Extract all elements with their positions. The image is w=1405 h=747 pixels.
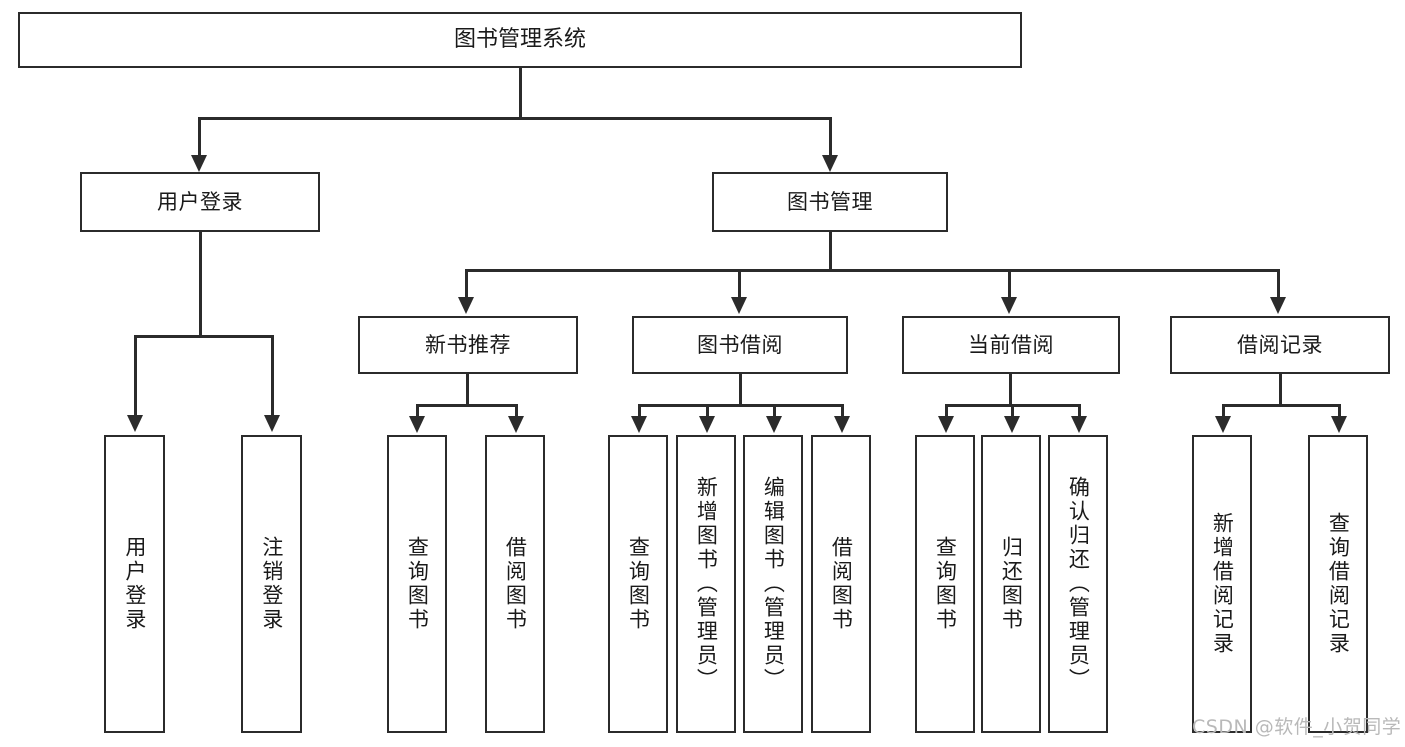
connector-user-login-stem <box>199 232 202 336</box>
arrowhead-nb-leaf-2 <box>508 416 524 433</box>
csdn-watermark: CSDN @软件_小贺同学 <box>1192 716 1402 738</box>
arrowhead-to-current-borrow <box>1001 297 1017 314</box>
node-label: 新增图书（管理员） <box>694 476 719 692</box>
arrowhead-bb-leaf-4 <box>834 416 850 433</box>
arrowhead-bb-leaf-3 <box>766 416 782 433</box>
node-user-login[interactable]: 用户登录 <box>80 172 320 232</box>
connector-new-book-bus <box>416 404 518 407</box>
connector-bb-drop-4 <box>841 404 844 418</box>
connector-book-borrow-stem <box>739 374 742 406</box>
connector-level3-bus <box>465 269 1280 272</box>
node-label: 查询图书 <box>933 536 958 632</box>
node-label: 当前借阅 <box>968 332 1054 357</box>
connector-level3-drop-4 <box>1277 269 1280 299</box>
connector-level2-drop-left <box>198 117 201 157</box>
node-label: 编辑图书（管理员） <box>761 476 786 692</box>
arrowhead-to-borrow-record <box>1270 297 1286 314</box>
arrowhead-br-leaf-2 <box>1331 416 1347 433</box>
connector-borrow-record-stem <box>1279 374 1282 406</box>
arrowhead-cb-leaf-3 <box>1071 416 1087 433</box>
leaf-cb-query-book[interactable]: 查询图书 <box>915 435 975 733</box>
node-label: 查询图书 <box>405 536 430 632</box>
node-label: 确认归还（管理员） <box>1066 476 1091 692</box>
node-borrow-record[interactable]: 借阅记录 <box>1170 316 1390 374</box>
node-label: 用户登录 <box>157 189 243 214</box>
leaf-nb-borrow-book[interactable]: 借阅图书 <box>485 435 545 733</box>
connector-new-book-drop-2 <box>515 404 518 418</box>
arrowhead-bb-leaf-2 <box>699 416 715 433</box>
connector-br-drop-1 <box>1222 404 1225 418</box>
leaf-bb-query-book[interactable]: 查询图书 <box>608 435 668 733</box>
arrowhead-cb-leaf-2 <box>1004 416 1020 433</box>
arrowhead-to-new-book <box>458 297 474 314</box>
arrowhead-br-leaf-1 <box>1215 416 1231 433</box>
arrowhead-nb-leaf-1 <box>409 416 425 433</box>
connector-level2-bus <box>198 117 832 120</box>
leaf-bb-edit-book[interactable]: 编辑图书（管理员） <box>743 435 803 733</box>
node-label: 借阅记录 <box>1237 332 1323 357</box>
connector-user-login-drop-2 <box>271 335 274 417</box>
connector-user-login-bus <box>134 335 274 338</box>
node-label: 借阅图书 <box>503 536 528 632</box>
node-label: 用户登录 <box>122 536 147 632</box>
leaf-br-query-record[interactable]: 查询借阅记录 <box>1308 435 1368 733</box>
leaf-nb-query-book[interactable]: 查询图书 <box>387 435 447 733</box>
node-book-manage[interactable]: 图书管理 <box>712 172 948 232</box>
node-label: 图书管理系统 <box>453 27 586 53</box>
connector-bb-drop-2 <box>706 404 709 418</box>
connector-new-book-drop-1 <box>416 404 419 418</box>
connector-level2-drop-right <box>829 117 832 157</box>
connector-borrow-record-bus <box>1222 404 1341 407</box>
node-label: 查询图书 <box>626 536 651 632</box>
leaf-bb-borrow-book[interactable]: 借阅图书 <box>811 435 871 733</box>
leaf-bb-add-book[interactable]: 新增图书（管理员） <box>676 435 736 733</box>
arrowhead-to-leaf-logout <box>264 415 280 432</box>
node-root-system[interactable]: 图书管理系统 <box>18 12 1022 68</box>
node-book-borrow[interactable]: 图书借阅 <box>632 316 848 374</box>
connector-bb-drop-1 <box>638 404 641 418</box>
connector-user-login-drop-1 <box>134 335 137 417</box>
leaf-user-login[interactable]: 用户登录 <box>104 435 165 733</box>
leaf-cb-return-book[interactable]: 归还图书 <box>981 435 1041 733</box>
node-label: 借阅图书 <box>829 536 854 632</box>
node-label: 新增借阅记录 <box>1210 512 1235 656</box>
arrowhead-to-book-manage <box>822 155 838 172</box>
arrowhead-to-book-borrow <box>731 297 747 314</box>
connector-current-borrow-stem <box>1009 374 1012 406</box>
node-label: 图书借阅 <box>697 332 783 357</box>
arrowhead-to-user-login <box>191 155 207 172</box>
node-label: 查询借阅记录 <box>1326 512 1351 656</box>
connector-book-borrow-bus <box>638 404 844 407</box>
connector-cb-drop-3 <box>1078 404 1081 418</box>
node-label: 注销登录 <box>259 536 284 632</box>
node-label: 归还图书 <box>999 536 1024 632</box>
connector-cb-drop-2 <box>1011 404 1014 418</box>
connector-root-stem <box>519 68 522 119</box>
leaf-logout[interactable]: 注销登录 <box>241 435 302 733</box>
arrowhead-to-leaf-user-login <box>127 415 143 432</box>
node-label: 新书推荐 <box>425 332 511 357</box>
connector-cb-drop-1 <box>945 404 948 418</box>
leaf-br-add-record[interactable]: 新增借阅记录 <box>1192 435 1252 733</box>
connector-book-manage-stem <box>829 232 832 271</box>
node-current-borrow[interactable]: 当前借阅 <box>902 316 1120 374</box>
arrowhead-bb-leaf-1 <box>631 416 647 433</box>
connector-new-book-stem <box>466 374 469 406</box>
connector-level3-drop-2 <box>738 269 741 299</box>
connector-bb-drop-3 <box>773 404 776 418</box>
node-new-book-recommend[interactable]: 新书推荐 <box>358 316 578 374</box>
connector-level3-drop-1 <box>465 269 468 299</box>
node-label: 图书管理 <box>787 189 873 214</box>
connector-br-drop-2 <box>1338 404 1341 418</box>
arrowhead-cb-leaf-1 <box>938 416 954 433</box>
connector-level3-drop-3 <box>1008 269 1011 299</box>
leaf-cb-confirm-return[interactable]: 确认归还（管理员） <box>1048 435 1108 733</box>
